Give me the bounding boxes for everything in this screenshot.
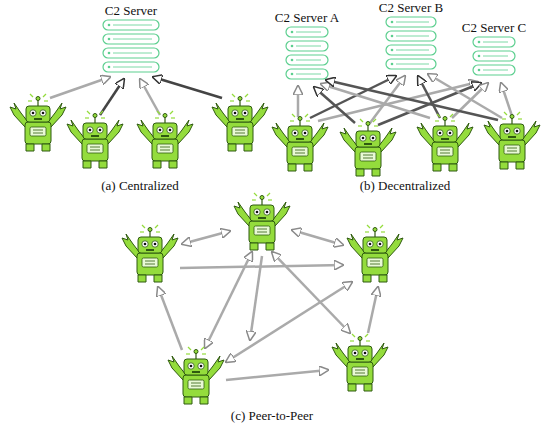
server-label: C2 Server: [96, 3, 166, 18]
server-icon: [102, 18, 160, 74]
server-label: C2 Server B: [366, 0, 456, 15]
server-node: C2 Server B: [366, 0, 456, 71]
centralized-arrows: [50, 77, 222, 115]
panel-caption: (c) Peer-to-Peer: [192, 408, 352, 423]
server-icon: [385, 15, 437, 71]
panel-caption: (b) Decentralized: [325, 178, 485, 193]
server-icon: [285, 25, 329, 81]
centralized-bots: [10, 94, 268, 168]
server-label: C2 Server C: [452, 20, 536, 35]
peer-to-peer-bots: [122, 193, 403, 404]
server-icon: [472, 35, 516, 77]
server-node: C2 Server: [96, 3, 166, 74]
server-label: C2 Server A: [262, 10, 352, 25]
decentralized-arrows: [298, 74, 512, 125]
decentralized-bots: [272, 112, 540, 176]
panel-caption: (a) Centralized: [70, 178, 210, 193]
server-node: C2 Server C: [452, 20, 536, 77]
server-node: C2 Server A: [262, 10, 352, 81]
